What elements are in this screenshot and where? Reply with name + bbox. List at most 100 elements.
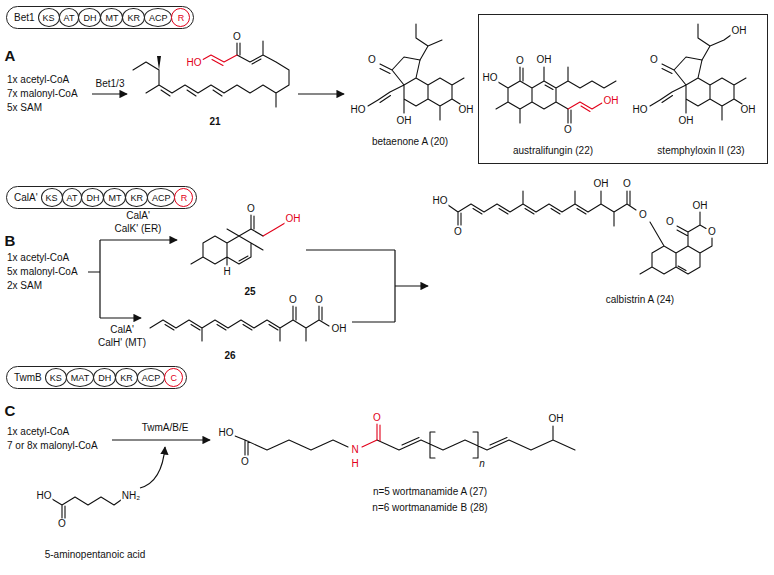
atom-label: O <box>246 204 256 214</box>
domain-name: R <box>181 193 188 203</box>
enzyme-name: CalA' <box>14 192 38 203</box>
atom-label: OH <box>593 179 610 189</box>
enzyme-label: CalH' (MT) <box>97 338 147 348</box>
domain-oval: KS <box>38 8 60 27</box>
atom-label: OH <box>331 324 348 334</box>
enzyme-name: TwmB <box>14 372 42 383</box>
atom-label: O <box>622 179 632 189</box>
atom-label: O <box>707 227 717 237</box>
enzyme-label: CalA' <box>109 325 135 335</box>
structure-22 <box>496 67 616 123</box>
reaction-arrow <box>298 93 344 94</box>
domain-name: C <box>170 373 177 383</box>
structure-20 <box>368 57 464 120</box>
domain-oval: KR <box>125 188 148 207</box>
domain-name: DH <box>98 373 111 383</box>
atom-label: O <box>367 55 377 65</box>
structure-24 <box>448 191 712 274</box>
enzyme-name: Bet1 <box>14 12 35 23</box>
atom-label: O <box>665 217 675 227</box>
atom-label: OH <box>731 26 748 36</box>
atom-label: OH <box>458 105 475 115</box>
structure-23-sidechain <box>698 24 731 60</box>
atom-label: HO <box>432 196 449 206</box>
atom-label: HO <box>632 105 649 115</box>
inset-box: australifungin (22)stemphyloxin II (23) <box>478 14 768 164</box>
compound-number: 26 <box>223 351 236 361</box>
atom-label: HO <box>218 428 235 438</box>
atom-label: HO <box>186 58 203 68</box>
structure-23 <box>650 57 746 120</box>
reagent-text: 5x malonyl-CoA <box>6 267 79 277</box>
compound-name: stemphyloxin II (23) <box>656 146 745 156</box>
reagent-text: 2x SAM <box>6 281 43 291</box>
fork-line <box>88 240 100 318</box>
structure-21-red <box>203 55 237 66</box>
atom-label: OH <box>285 214 302 224</box>
atom-label: O <box>515 56 525 66</box>
panel-letter: B <box>4 233 17 248</box>
atom-label: HO <box>482 73 499 83</box>
atom-label: O <box>240 457 250 467</box>
synthase-module: TwmBKSMATDHKRACPC <box>6 366 187 389</box>
domain-name: KS <box>46 193 58 203</box>
atom-label: O <box>638 210 648 220</box>
structure-27-28 <box>235 426 575 458</box>
enzyme-label: CalK' (ER) <box>114 224 163 234</box>
reaction-arrow <box>100 317 141 318</box>
domain-oval: KS <box>45 368 67 387</box>
atom-label: H <box>350 459 359 469</box>
reaction-arrow <box>100 239 177 240</box>
panel-letter: A <box>4 48 17 63</box>
domain-name: ACP <box>149 13 168 23</box>
domain-name: KR <box>127 13 140 23</box>
structure-aminopentanoic <box>52 497 121 518</box>
atom-label: OH <box>536 55 553 65</box>
atom-label: NH₂ <box>121 491 141 501</box>
structure-21 <box>133 41 289 107</box>
reaction-arrow <box>395 285 428 286</box>
structure-25-red <box>263 223 285 236</box>
domain-name: MT <box>105 13 118 23</box>
atom-label: O <box>372 413 382 423</box>
domain-name: KS <box>50 373 62 383</box>
domain-name: DH <box>83 13 96 23</box>
domain-oval: MT <box>103 188 126 207</box>
reaction-arrow <box>92 93 127 94</box>
domain-oval: ACP <box>144 8 173 27</box>
compound-name: n=5 wortmanamide A (27) <box>372 487 488 497</box>
reagent-text: 1x acetyl-CoA <box>6 75 70 85</box>
compound-name: 5-aminopentanoic acid <box>44 550 147 560</box>
atom-label: OH <box>396 116 413 126</box>
atom-label: OH <box>678 116 695 126</box>
compound-number: 25 <box>243 287 256 297</box>
atom-label: HO <box>36 491 53 501</box>
atom-label: O <box>57 519 67 529</box>
structure-25 <box>191 215 263 265</box>
compound-name: n=6 wortmanamide B (28) <box>371 503 488 513</box>
atom-label: O <box>453 227 463 237</box>
repeat-index: n <box>478 459 486 469</box>
structure-22-red <box>568 102 602 112</box>
atom-label: HO <box>350 105 367 115</box>
reagent-text: 7 or 8x malonyl-CoA <box>6 441 99 451</box>
reagent-text: 1x acetyl-CoA <box>6 253 70 263</box>
atom-label: OH <box>692 201 709 211</box>
atom-label: H <box>222 267 231 277</box>
atom-label: N <box>350 445 359 455</box>
synthase-module: Bet1KSATDHMTKRACPR <box>6 6 194 29</box>
structure-27-28-red <box>362 424 380 447</box>
domain-oval: R <box>174 188 193 207</box>
atom-label: O <box>563 125 573 135</box>
enzyme-label: Bet1/3 <box>95 79 126 89</box>
domain-oval: DH <box>78 8 101 27</box>
reagent-text: 7x malonyl-CoA <box>6 89 79 99</box>
atom-label: OH <box>603 96 620 106</box>
reagent-text: 5x SAM <box>6 103 43 113</box>
domain-name: ACP <box>142 373 161 383</box>
domain-name: KS <box>43 13 55 23</box>
atom-label: OH <box>740 105 757 115</box>
atom-label: O <box>649 55 659 65</box>
domain-oval: AT <box>59 8 80 27</box>
atom-label: O <box>232 32 242 42</box>
